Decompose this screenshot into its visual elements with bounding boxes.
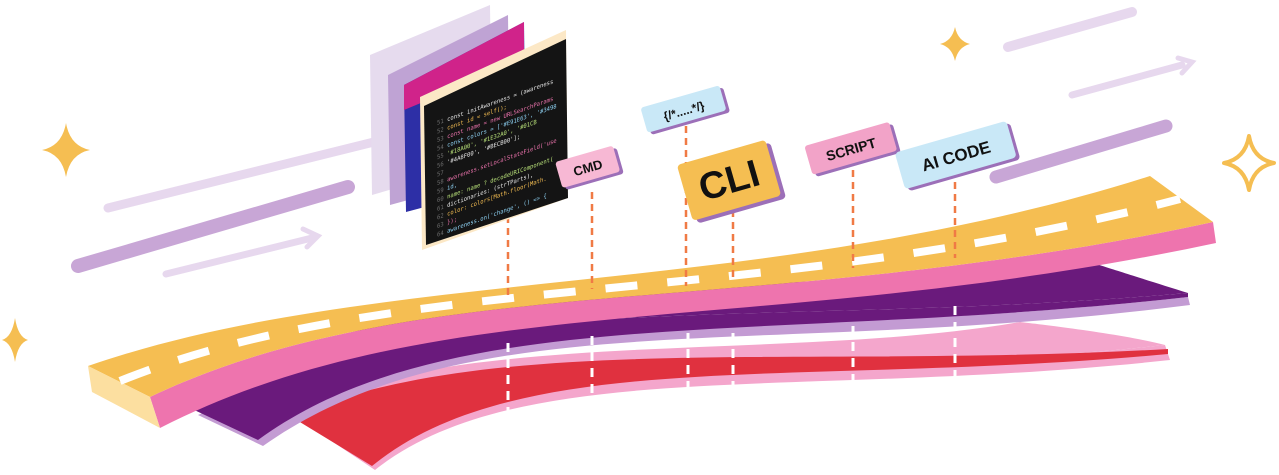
streak xyxy=(1068,61,1186,99)
speed-streaks xyxy=(71,7,1197,278)
code-line-number: 54 xyxy=(437,143,444,153)
road xyxy=(88,176,1216,428)
code-line-number: 52 xyxy=(437,126,444,136)
code-line-number: 61 xyxy=(437,203,444,213)
code-line-number: 51 xyxy=(437,117,444,127)
sign-poles xyxy=(506,126,957,296)
code-line: }); xyxy=(447,216,457,227)
sign-cli: CLI xyxy=(677,140,786,223)
window-pane xyxy=(404,22,524,110)
code-line-number: 56 xyxy=(437,160,444,170)
code-line-number: 55 xyxy=(437,152,444,162)
streak xyxy=(989,119,1173,184)
code-line: id, xyxy=(447,182,457,193)
layer-guide-lines xyxy=(506,306,957,418)
sparkle-star-icon xyxy=(940,27,970,61)
sparkles xyxy=(2,27,1276,362)
sign-comment: {/*.....*/} xyxy=(641,85,730,135)
sign-ai-code: AI CODE xyxy=(895,121,1020,191)
code-line-number: 59 xyxy=(437,186,444,196)
sparkle-outline-star-icon xyxy=(1222,134,1276,192)
code-line-number: 64 xyxy=(437,229,444,239)
streak xyxy=(71,180,355,273)
code-line-number: 63 xyxy=(437,221,444,231)
arrow-icon xyxy=(1175,55,1197,76)
code-line-number: 60 xyxy=(437,195,444,205)
arrow-icon xyxy=(300,226,323,250)
code-line-number: 57 xyxy=(437,169,444,179)
code-line-number: 58 xyxy=(437,178,444,188)
sign-script: SCRIPT xyxy=(805,122,901,177)
streak xyxy=(162,234,316,278)
road-layer-purple xyxy=(190,262,1190,446)
sparkle-star-icon xyxy=(42,123,90,177)
streak xyxy=(1003,7,1137,52)
streak xyxy=(103,135,387,213)
code-line-number: 62 xyxy=(437,212,444,222)
sparkle-star-icon xyxy=(2,318,28,362)
code-panel xyxy=(424,39,568,245)
sign-cmd: CMD xyxy=(555,146,624,190)
road-center-line xyxy=(118,195,1182,385)
code-line-number: 53 xyxy=(437,135,444,145)
